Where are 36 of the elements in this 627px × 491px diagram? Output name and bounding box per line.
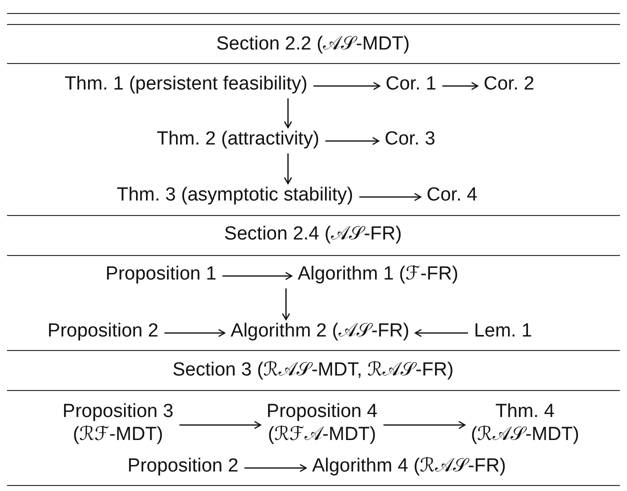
term-text: Proposition 2 [48,320,158,344]
term-text: Thm. 2 (attractivity) [156,128,320,152]
term-text: (ℛ𝒜𝒮-MDT) [470,424,580,447]
term-text: Proposition 1 [106,264,216,286]
term-text: Algorithm 2 (𝒜𝒮-FR) [230,320,410,344]
term-text: Cor. 1 [386,74,436,96]
arrow [284,98,292,128]
arrow [325,136,380,146]
term-text: Thm. 4 [495,401,555,424]
term-text: (ℛℱ𝒜-MDT) [268,424,376,447]
term-text: Proposition 4 [266,401,378,424]
arrow [313,82,380,90]
arrow [359,192,422,202]
term-text: Thm. 1 (persistent feasibility) [64,74,308,96]
arrow [164,328,226,338]
arrow [179,420,262,430]
term-text: Lem. 1 [474,320,532,344]
arrow [222,272,292,280]
arrow [282,288,290,320]
term-text: Algorithm 4 (ℛ𝒜𝒮-FR) [312,456,506,478]
term-text: Algorithm 1 (ℱ-FR) [298,264,458,286]
arrow [244,464,307,472]
arrow [383,420,466,430]
term-text: Cor. 3 [384,128,436,152]
section-heading: Section 2.4 (𝒜𝒮-FR) [224,224,402,246]
term-text: Proposition 2 [128,456,238,478]
term-text: Cor. 4 [426,184,478,208]
term-text: Proposition 3 [62,401,174,424]
term-text: Cor. 2 [484,74,534,96]
arrow [284,153,292,184]
section-heading: Section 3 (ℛ𝒜𝒮-MDT, ℛ𝒜𝒮-FR) [172,360,454,382]
section-heading: Section 2.2 (𝒜𝒮-MDT) [216,34,410,56]
arrow [414,328,468,338]
arrow [442,82,478,90]
term-text: Thm. 3 (asymptotic stability) [116,184,354,208]
term-text: (ℛℱ-MDT) [72,424,164,447]
